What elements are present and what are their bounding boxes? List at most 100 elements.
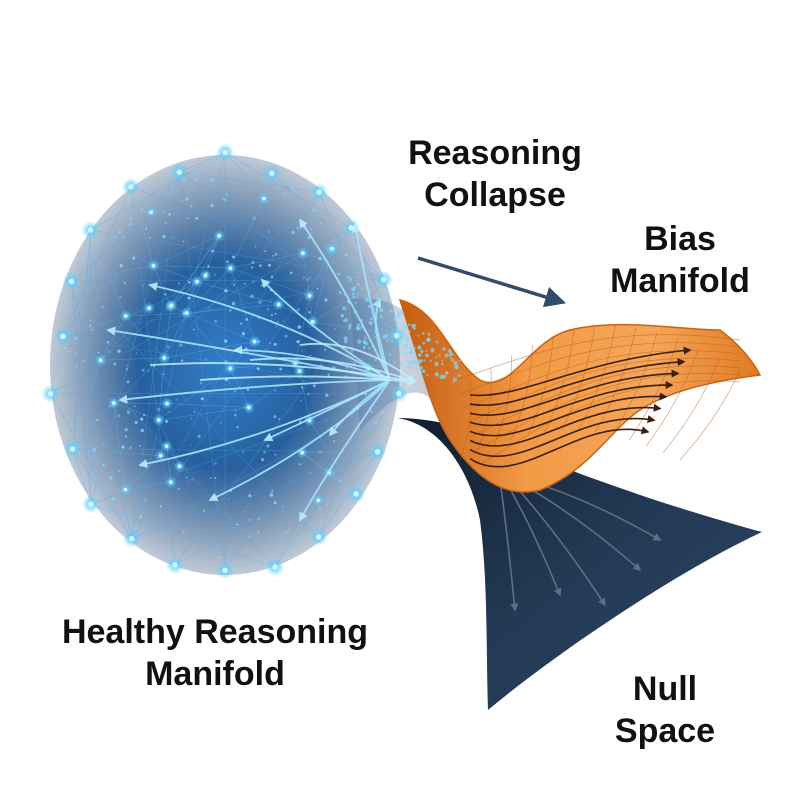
network-particle [236, 523, 239, 526]
network-edge [368, 368, 378, 452]
null-flow-arrow [499, 479, 519, 612]
network-particle [91, 268, 93, 271]
network-particle [67, 350, 71, 354]
stream-particle [406, 353, 409, 356]
network-particle [312, 208, 316, 212]
network-particle [309, 471, 312, 474]
network-particle [140, 208, 143, 211]
reasoning-collapse-label: Reasoning Collapse [380, 132, 610, 216]
network-edge [171, 235, 220, 306]
network-particle [210, 477, 213, 479]
network-particle [296, 340, 300, 344]
network-particle [326, 419, 328, 421]
network-edge [302, 191, 320, 254]
stream-particle [407, 365, 411, 370]
network-particle [73, 319, 75, 322]
stream-particle [389, 309, 393, 313]
network-particle [135, 352, 138, 354]
network-particle [317, 525, 321, 528]
network-particle [268, 263, 271, 267]
network-particle [350, 349, 354, 353]
network-particle [105, 488, 108, 491]
stream-particle [409, 347, 413, 351]
network-particle [111, 497, 115, 501]
network-edge [130, 186, 176, 565]
stream-particle [374, 329, 379, 334]
network-particle [73, 303, 75, 305]
network-particle [234, 409, 237, 412]
network-particle [278, 418, 281, 421]
network-edge [125, 312, 187, 317]
network-particle [325, 503, 329, 506]
stream-particle [449, 357, 452, 360]
network-particle [374, 421, 378, 425]
stream-particle [338, 290, 342, 295]
network-edge [186, 312, 255, 342]
network-node [147, 306, 151, 310]
network-edge [90, 229, 384, 280]
network-node [87, 227, 94, 233]
network-node [123, 314, 128, 318]
network-particle [190, 417, 193, 420]
stream-particle [408, 360, 413, 365]
network-edge [163, 305, 172, 359]
stream-particle [357, 339, 362, 344]
stream-particle [425, 337, 431, 342]
bias-grid-line [459, 379, 472, 461]
bias-flow-arrow [469, 346, 692, 397]
network-particle [273, 415, 277, 419]
network-particle [60, 348, 63, 351]
network-edge [299, 371, 310, 421]
network-flow-arrow [299, 379, 391, 522]
stream-particle [372, 307, 375, 309]
network-particle [346, 280, 348, 282]
stream-particle [357, 293, 360, 296]
network-particle [75, 365, 78, 368]
network-particle [199, 381, 203, 385]
network-particle [306, 278, 310, 281]
network-particle [266, 308, 270, 311]
network-particle [139, 198, 141, 200]
network-particle [122, 236, 125, 239]
network-edge [318, 335, 397, 538]
network-node [374, 449, 381, 455]
network-edge [72, 360, 101, 450]
network-particle [139, 515, 143, 519]
bias-flow-arrow [469, 415, 656, 458]
network-edge [72, 402, 114, 450]
stream-particle [413, 354, 417, 358]
network-particle [276, 186, 279, 189]
network-particle [257, 517, 261, 521]
network-particle [61, 351, 64, 354]
network-particle [259, 264, 263, 268]
network-edge [179, 171, 384, 280]
network-particle [291, 187, 295, 191]
network-edge [71, 265, 154, 282]
network-node [165, 401, 169, 406]
network-particle [213, 319, 218, 323]
bias-manifold-label: Bias Manifold [590, 218, 770, 302]
network-particle [181, 200, 184, 202]
network-particle [162, 235, 166, 239]
network-particle [196, 172, 200, 176]
network-particle [260, 284, 264, 287]
network-particle [323, 348, 327, 351]
bias-grid-line [679, 369, 741, 461]
stream-particle [348, 326, 351, 330]
stream-particle [397, 315, 401, 318]
stream-particle [435, 340, 438, 343]
network-edge [153, 265, 231, 269]
network-edge [302, 252, 384, 280]
network-particle [274, 389, 277, 392]
stream-particle [430, 348, 435, 353]
network-flow-arrow [118, 379, 391, 404]
network-particle [228, 519, 231, 521]
network-flow-arrow [263, 379, 391, 442]
stream-particle [423, 359, 426, 362]
network-particle [92, 448, 96, 452]
network-edge [130, 186, 384, 280]
network-flow-arrow [233, 345, 391, 381]
stream-particle [373, 321, 376, 324]
network-particle [113, 362, 117, 366]
network-particle [180, 359, 184, 362]
